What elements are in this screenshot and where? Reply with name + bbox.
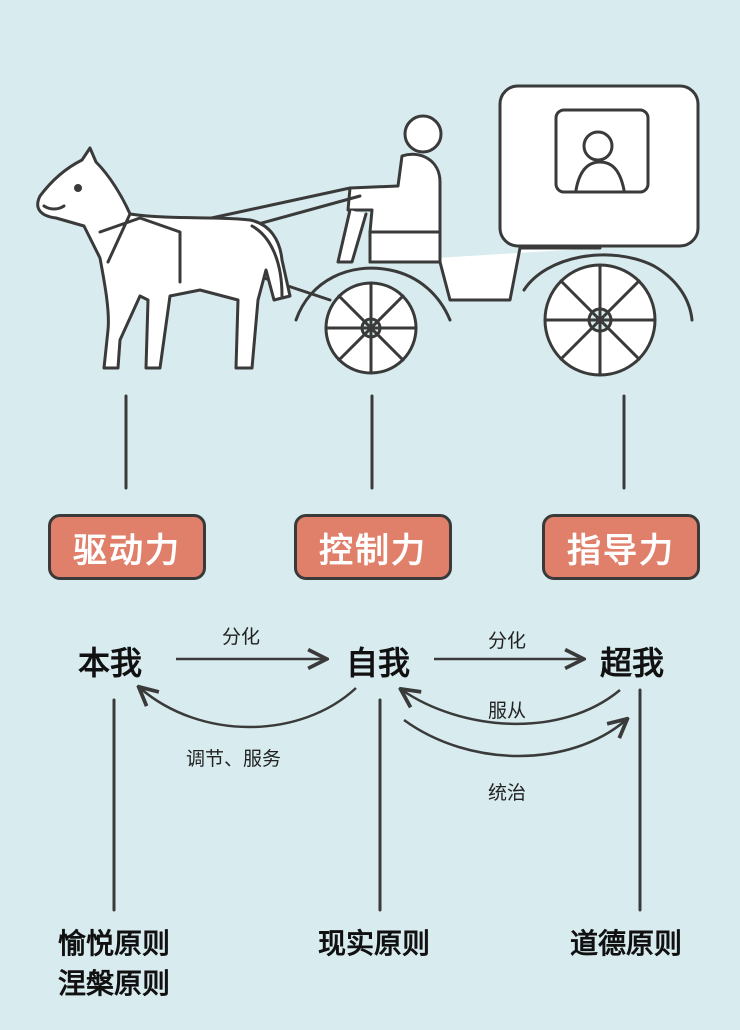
label-ego-to-superego: 分化 [488, 630, 527, 652]
carriage-seat [368, 230, 442, 264]
principle-ego: 现实原则 [318, 927, 431, 960]
rear-fender [522, 253, 694, 322]
guide-force-badge: 指导力 [542, 514, 700, 580]
node-ego: 自我 [346, 644, 411, 682]
driver-body [346, 152, 442, 234]
node-superego: 超我 [600, 644, 665, 682]
horse [36, 146, 292, 370]
driver-legs [336, 208, 368, 264]
label-superego-governs-ego: 统治 [488, 782, 527, 804]
arrow-ego-to-superego-curve [403, 720, 626, 758]
horse-tail [250, 224, 284, 298]
node-id: 本我 [78, 644, 143, 682]
passenger-head [582, 130, 614, 162]
rear-wheel [543, 263, 657, 377]
driver-head [403, 114, 443, 154]
passenger-body [574, 160, 626, 192]
horse-harness [98, 212, 182, 284]
label-ego-serves-id: 调节、服务 [186, 748, 282, 770]
label-id-to-ego: 分化 [222, 626, 261, 648]
arrow-ego-to-id [140, 688, 357, 729]
arrow-superego-to-ego [402, 690, 621, 725]
principle-id-line1: 愉悦原则 [58, 927, 171, 960]
control-force-badge: 控制力 [294, 514, 452, 580]
front-fender [294, 266, 452, 322]
principle-id-line2: 涅槃原则 [58, 967, 171, 1000]
front-wheel [324, 281, 418, 375]
principle-id: 愉悦原则 涅槃原则 [58, 924, 170, 1004]
horse-eye [74, 184, 82, 192]
principle-superego: 道德原则 [570, 927, 683, 960]
horse-mouth [42, 204, 66, 211]
label-ego-obeys-superego: 服从 [488, 700, 527, 722]
drive-force-badge: 驱动力 [48, 514, 206, 580]
